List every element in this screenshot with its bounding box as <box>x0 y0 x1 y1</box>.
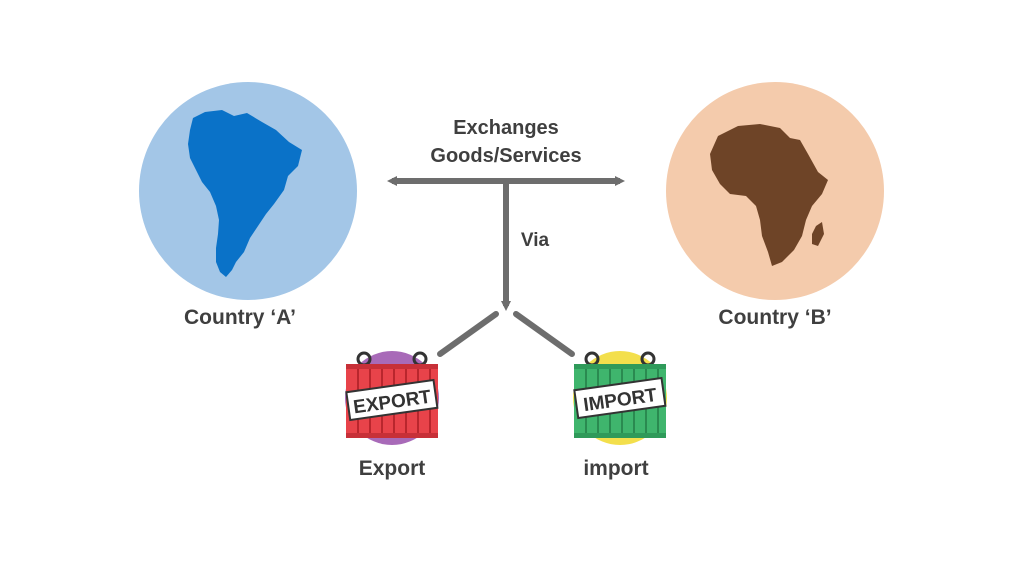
madagascar-icon <box>812 222 824 246</box>
export-label: Export <box>358 457 426 480</box>
country-a-label: Country ‘A’ <box>183 306 297 329</box>
exchange-label-line2: Goods/Services <box>430 145 582 167</box>
via-label: Via <box>520 230 550 251</box>
exchange-label: Exchanges Goods/Services <box>430 114 581 170</box>
import-label: import <box>583 457 649 480</box>
import-container-icon: IMPORT <box>573 351 667 445</box>
south-america-map-icon <box>188 110 302 277</box>
country-a-globe <box>139 82 357 300</box>
branch-line-import <box>513 311 575 357</box>
africa-map-icon <box>710 124 828 266</box>
country-b-globe <box>666 82 884 300</box>
exchange-label-line1: Exchanges <box>453 117 559 139</box>
country-b-label: Country ‘B’ <box>718 306 832 329</box>
export-container-icon: EXPORT <box>345 351 439 445</box>
branch-line-export <box>437 311 499 357</box>
